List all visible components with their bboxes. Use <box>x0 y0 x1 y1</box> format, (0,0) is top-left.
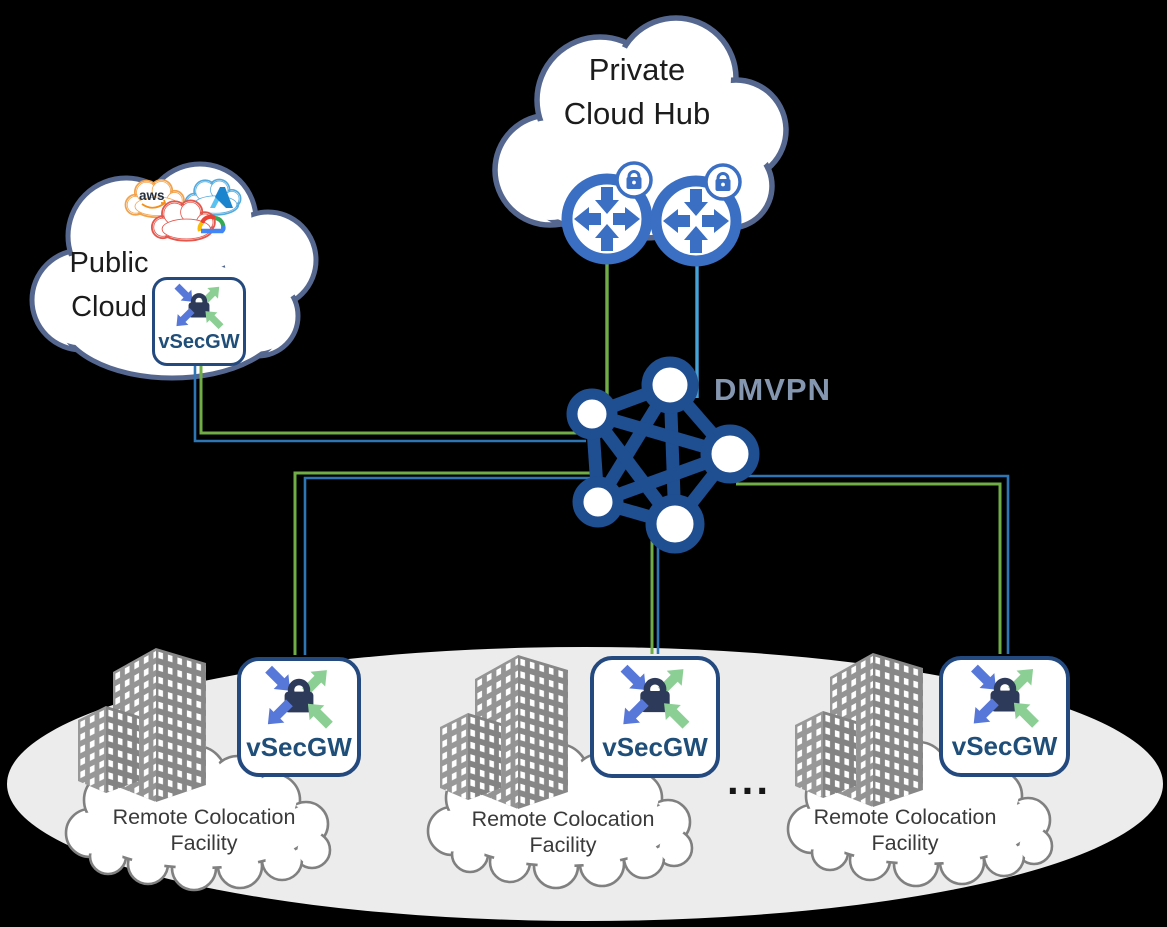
colo3-label: Remote Colocation Facility <box>785 804 1025 856</box>
colo1-vsecgw-label: vSecGW <box>246 732 352 762</box>
colo3-vsecgw-box: vSecGW <box>939 656 1070 777</box>
connection-lines <box>193 252 1010 655</box>
colo3-label-line2: Facility <box>871 831 939 855</box>
public-cloud-title-line1: Public <box>69 247 149 279</box>
vsecgw-arrows-lock-icon <box>620 664 690 729</box>
vsecgw-arrows-lock-icon <box>174 283 224 330</box>
colo2-label-line2: Facility <box>529 833 597 857</box>
colo2-vsecgw-label: vSecGW <box>602 732 708 762</box>
colo2-vsecgw-box: vSecGW <box>590 656 720 778</box>
public-cloud-title-line2: Cloud <box>71 291 147 323</box>
dmvpn-label: DMVPN <box>714 372 831 407</box>
line-colo3-blue <box>736 474 1010 654</box>
private-cloud-hub-title-line2: Cloud Hub <box>563 96 711 131</box>
colo1-label-line1: Remote Colocation <box>112 805 296 829</box>
colo3-label-line1: Remote Colocation <box>813 805 997 829</box>
aws-smile-icon <box>141 199 167 209</box>
vsecgw-arrows-lock-icon <box>970 664 1039 728</box>
line-colo1-blue <box>303 476 596 655</box>
google-cloud-logo-icon <box>197 214 226 234</box>
private-cloud-hub-title: Private Cloud Hub <box>487 48 787 136</box>
azure-logo-icon <box>210 187 233 208</box>
vsecgw-arrows-lock-icon <box>265 665 333 729</box>
public-cloud-title: Public Cloud <box>34 241 184 329</box>
colo2-label-line1: Remote Colocation <box>471 807 655 831</box>
colo2-label: Remote Colocation Facility <box>443 806 683 858</box>
colo1-vsecgw-box: vSecGW <box>237 657 361 777</box>
line-publiccloud-green <box>199 363 592 435</box>
public-cloud-vsecgw-box: vSecGW <box>152 277 246 366</box>
aws-label: aws <box>139 188 165 203</box>
colo1-label: Remote Colocation Facility <box>84 804 324 856</box>
line-colo3-green <box>736 482 1002 654</box>
colo3-vsecgw-label: vSecGW <box>951 731 1058 761</box>
private-cloud-hub-title-line1: Private <box>588 52 686 87</box>
dmvpn-mesh-icon <box>566 356 760 554</box>
colo1-label-line2: Facility <box>170 831 238 855</box>
line-publiccloud-blue <box>193 363 586 443</box>
public-cloud-vsecgw-label: vSecGW <box>158 331 240 353</box>
line-colo1-green <box>293 471 600 655</box>
more-facilities-ellipsis: ... <box>726 756 771 803</box>
